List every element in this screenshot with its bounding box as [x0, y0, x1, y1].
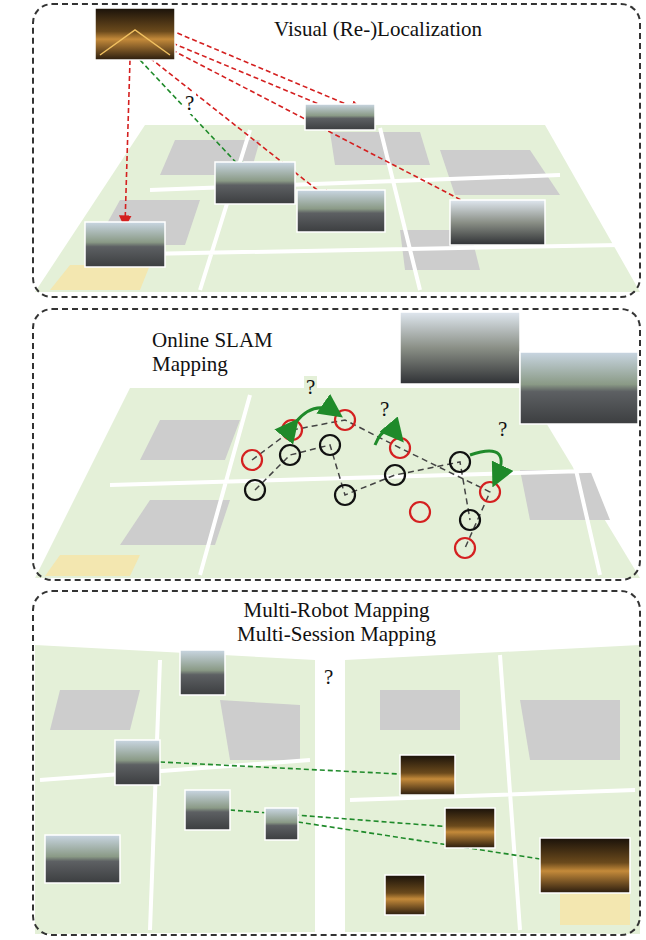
- panel-title: Multi-Session Mapping: [237, 622, 436, 646]
- question-mark: ?: [322, 666, 335, 688]
- dashed-panel: Visual (Re-)Localization: [32, 3, 641, 298]
- question-mark: ?: [496, 418, 509, 440]
- question-mark: ?: [183, 92, 196, 114]
- dashed-panel: Online SLAM Mapping: [32, 308, 641, 581]
- panel-title: Visual (Re-)Localization: [274, 17, 482, 41]
- panel-title: Online SLAM Mapping: [152, 328, 297, 376]
- question-mark: ?: [304, 376, 317, 398]
- dashed-panel: Multi-Robot MappingMulti-Session Mapping: [32, 590, 641, 936]
- panel-title: Multi-Robot Mapping: [243, 598, 429, 622]
- question-mark: ?: [378, 398, 391, 420]
